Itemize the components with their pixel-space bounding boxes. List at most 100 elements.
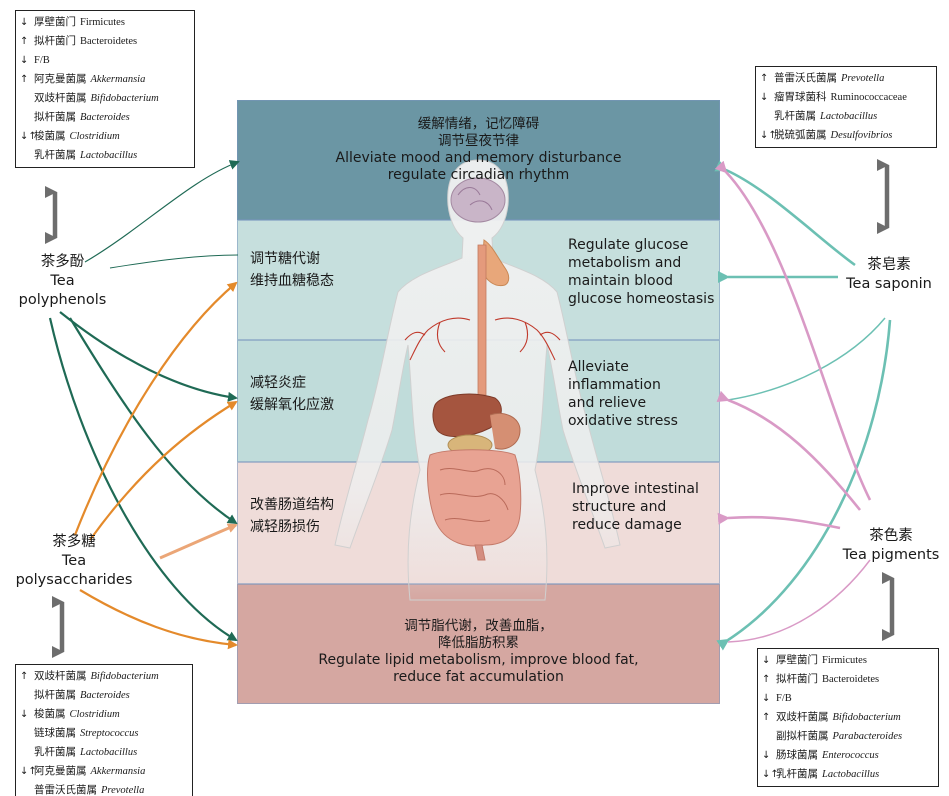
microbe-row: 拟杆菌属 Bacteroides <box>20 686 188 705</box>
polyphenols-en1: Tea <box>50 273 75 289</box>
effect-lipid-en1: Regulate lipid metabolism, improve blood… <box>318 652 639 668</box>
compound-tea-polyphenols: 茶多酚 Tea polyphenols <box>10 253 115 310</box>
microbe-latin-name: Prevotella <box>841 73 885 84</box>
double-arrows <box>45 159 895 658</box>
effect-intestine-zh1: 改善肠道结构 <box>250 497 334 513</box>
effect-brain-en1: Alleviate mood and memory disturbance <box>335 150 622 166</box>
trend-arrow-icon: ↓↑ <box>762 769 779 780</box>
microbe-row: ↑ 普雷沃氏菌属 Prevotella <box>760 69 932 88</box>
microbe-latin-name: Bifidobacterium <box>90 671 159 682</box>
body-silhouette <box>334 159 621 601</box>
liver-stomach-shape <box>432 393 521 456</box>
effect-glucose-en: Regulate glucose metabolism and maintain… <box>568 236 714 308</box>
microbe-latin-name: Firmicutes <box>80 17 125 28</box>
trend-arrow-icon: ↓ <box>762 693 771 704</box>
trend-arrow-icon: ↓ <box>20 55 29 66</box>
effect-lipid-zh2: 降低脂肪积累 <box>438 635 519 651</box>
trend-arrow-icon: ↑ <box>20 671 29 682</box>
effect-inflammation-en4: oxidative stress <box>568 413 678 429</box>
microbe-zh-name: 乳杆菌属 <box>776 768 818 780</box>
microbe-zh-name: 普雷沃氏菌属 <box>34 784 97 796</box>
microbe-row: ↓F/B <box>762 689 934 708</box>
microbe-zh-name: 双歧杆菌属 <box>776 711 829 723</box>
microbe-latin-name: F/B <box>34 55 50 66</box>
effect-intestine-zh2: 减轻肠损伤 <box>250 519 320 535</box>
effect-lipid-text: 调节脂代谢，改善血脂， 降低脂肪积累 Regulate lipid metabo… <box>237 618 720 686</box>
polyphenols-zh: 茶多酚 <box>40 254 85 270</box>
trend-arrow-icon: ↓↑ <box>760 130 777 141</box>
pigments-en: Tea pigments <box>842 547 940 563</box>
microbe-latin-name: Clostridium <box>69 131 120 142</box>
effect-glucose-en1: Regulate glucose <box>568 237 689 253</box>
trend-arrow-icon: ↑ <box>762 674 771 685</box>
trend-arrow-icon: ↓↑ <box>20 131 37 142</box>
effect-lipid-en2: reduce fat accumulation <box>393 669 564 685</box>
microbe-zh-name: 链球菌属 <box>34 727 76 739</box>
trend-arrow-icon: ↓ <box>762 750 771 761</box>
microbe-zh-name: 拟杆菌属 <box>34 689 76 701</box>
compound-tea-polysaccharides: 茶多糖 Tea polysaccharides <box>4 533 144 590</box>
microbe-zh-name: 阿克曼菌属 <box>34 73 87 85</box>
trend-arrow-icon: ↑ <box>760 73 769 84</box>
microbe-latin-name: Lactobacillus <box>822 769 880 780</box>
microbe-latin-name: Bacteroides <box>80 112 130 123</box>
microbe-latin-name: Parabacteroides <box>832 731 903 742</box>
throat-shape <box>477 239 510 396</box>
effect-inflammation-en: Alleviate inflammation and relieve oxida… <box>568 358 678 430</box>
trend-arrow-icon: ↓ <box>20 17 29 28</box>
effect-inflammation-en1: Alleviate <box>568 359 629 375</box>
effect-inflammation-zh2: 缓解氧化应激 <box>250 397 334 413</box>
polysaccharides-zh: 茶多糖 <box>52 534 96 550</box>
trend-arrow-icon: ↓↑ <box>20 766 37 777</box>
blood-vessels <box>404 317 561 361</box>
polysaccharides-en2: polysaccharides <box>15 572 133 588</box>
microbe-latin-name: Akkermansia <box>90 766 146 777</box>
effect-intestine-en3: reduce damage <box>572 517 682 533</box>
microbe-zh-name: 双歧杆菌属 <box>34 92 87 104</box>
trend-arrow-icon: ↑ <box>20 74 29 85</box>
microbe-latin-name: Clostridium <box>69 709 120 720</box>
microbe-latin-name: Lactobacillus <box>80 747 138 758</box>
microbe-latin-name: Bacteroidetes <box>80 36 138 47</box>
pigments-zh: 茶色素 <box>869 528 913 544</box>
microbe-latin-name: Lactobacillus <box>820 111 878 122</box>
effect-brain-text: 缓解情绪，记忆障碍 调节昼夜节律 Alleviate mood and memo… <box>237 116 720 184</box>
intestine-shape <box>427 449 522 561</box>
trend-arrow-icon: ↑ <box>20 36 29 47</box>
polyphenols-en2: polyphenols <box>18 292 107 308</box>
microbe-row: 链球菌属 Streptococcus <box>20 724 188 743</box>
trend-arrow-icon: ↓ <box>760 92 769 103</box>
microbe-row: ↓↑乳杆菌属 Lactobacillus <box>762 765 934 784</box>
saponin-en: Tea saponin <box>846 276 932 292</box>
effect-intestine-zh: 改善肠道结构 减轻肠损伤 <box>250 494 334 538</box>
microbe-latin-name: Bacteroides <box>80 690 130 701</box>
compound-tea-saponin: 茶皂素 Tea saponin <box>833 256 945 294</box>
compound-tea-pigments: 茶色素 Tea pigments <box>833 527 949 565</box>
saponin-zh: 茶皂素 <box>867 257 911 273</box>
effect-inflammation-en3: and relieve <box>568 395 647 411</box>
microbe-latin-name: Desulfovibrios <box>830 130 893 141</box>
microbe-latin-name: Prevotella <box>101 785 145 796</box>
effect-intestine-en2: structure and <box>572 499 667 515</box>
microbe-zh-name: 双歧杆菌属 <box>34 670 87 682</box>
microbe-latin-name: Akkermansia <box>90 74 146 85</box>
polyphenol-arrows <box>48 160 240 642</box>
microbe-zh-name: 瘤胃球菌科 <box>774 91 827 103</box>
microbe-latin-name: Streptococcus <box>80 728 139 739</box>
microbe-zh-name: 普雷沃氏菌属 <box>774 72 837 84</box>
